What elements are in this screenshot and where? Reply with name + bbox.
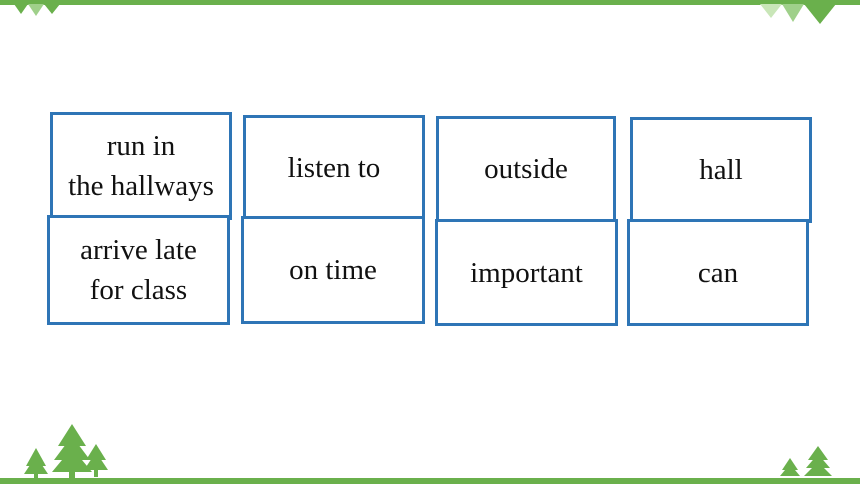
triangle-pattern-icon [760, 4, 836, 24]
pine-tree-icon [780, 446, 832, 476]
triangle-pattern-icon [14, 4, 60, 16]
word-card-important[interactable]: important [435, 219, 618, 326]
word-card-text: can [697, 256, 739, 289]
word-card-outside[interactable]: outside [436, 116, 616, 222]
word-card-text: arrive late for class [80, 234, 197, 306]
word-card-text: listen to [287, 152, 381, 184]
top-accent-bar [0, 0, 860, 5]
word-card-text: hall [699, 154, 743, 186]
word-card-text: important [470, 256, 583, 289]
word-card-arrive-late-for-class[interactable]: arrive late for class [47, 215, 230, 325]
word-card-can[interactable]: can [627, 219, 809, 326]
word-card-listen-to[interactable]: listen to [243, 115, 425, 221]
word-card-text: outside [484, 153, 568, 185]
word-card-text: on time [289, 254, 377, 286]
word-card-run-in-the-hallways[interactable]: run in the hallways [50, 112, 232, 220]
word-card-text: run in the hallways [68, 130, 214, 202]
bottom-accent-bar [0, 478, 860, 484]
pine-tree-icon [24, 424, 108, 478]
word-card-on-time[interactable]: on time [241, 216, 425, 324]
word-card-hall[interactable]: hall [630, 117, 812, 223]
